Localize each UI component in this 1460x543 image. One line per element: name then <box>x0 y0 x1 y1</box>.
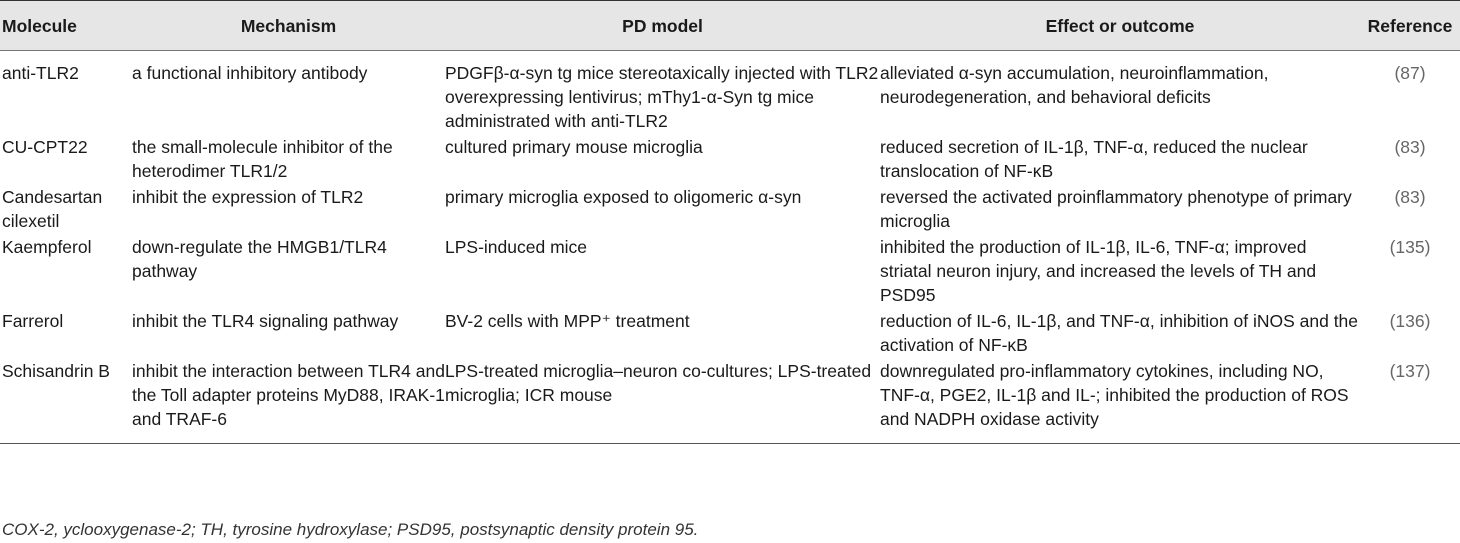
cell-pd-model: LPS-treated microglia–neuron co-cultures… <box>445 359 880 444</box>
cell-mechanism: down-regulate the HMGB1/TLR4 pathway <box>132 237 387 281</box>
cell-effect: downregulated pro-inflammatory cytokines… <box>880 359 1360 444</box>
table-row: Schisandrin B inhibit the interaction be… <box>0 359 1460 444</box>
data-table-container: Molecule Mechanism PD model Effect or ou… <box>0 0 1460 444</box>
header-molecule: Molecule <box>0 0 132 51</box>
cell-pd-model: LPS-induced mice <box>445 237 588 257</box>
cell-pd-model: BV-2 cells with MPP⁺ treatment <box>445 311 690 331</box>
reference-link[interactable]: (87) <box>1394 63 1426 83</box>
cell-effect: alleviated α-syn accumulation, neuroinfl… <box>880 63 1269 107</box>
header-mechanism: Mechanism <box>132 0 445 51</box>
cell-effect: reduction of IL-6, IL-1β, and TNF-α, inh… <box>880 311 1359 355</box>
cell-reference[interactable]: (135) <box>1360 235 1460 309</box>
cell-mechanism: inhibit the expression of TLR2 <box>132 187 364 207</box>
cell-molecule: Candesartan cilexetil <box>2 187 103 231</box>
cell-mechanism: inhibit the interaction between TLR4 and… <box>132 359 445 444</box>
table-header-row: Molecule Mechanism PD model Effect or ou… <box>0 0 1460 51</box>
table-row: anti-TLR2 a functional inhibitory antibo… <box>0 51 1460 136</box>
cell-pd-model: PDGFβ-α-syn tg mice stereotaxically inje… <box>445 63 879 131</box>
table-row: Candesartan cilexetil inhibit the expres… <box>0 185 1460 235</box>
cell-reference[interactable]: (83) <box>1360 185 1460 235</box>
cell-reference[interactable]: (83) <box>1360 135 1460 185</box>
table-row: CU-CPT22 the small-molecule inhibitor of… <box>0 135 1460 185</box>
table-row: Farrerol inhibit the TLR4 signaling path… <box>0 309 1460 359</box>
cell-molecule: Schisandrin B <box>0 359 132 444</box>
header-pd-model: PD model <box>445 0 880 51</box>
reference-link[interactable]: (136) <box>1389 311 1431 331</box>
cell-molecule: Farrerol <box>2 311 64 331</box>
cell-reference[interactable]: (137) <box>1360 359 1460 444</box>
data-table: Molecule Mechanism PD model Effect or ou… <box>0 0 1460 444</box>
cell-molecule: anti-TLR2 <box>2 63 79 83</box>
header-reference: Reference <box>1360 0 1460 51</box>
table-footnote: COX-2, yclooxygenase-2; TH, tyrosine hyd… <box>2 520 699 539</box>
cell-mechanism: inhibit the TLR4 signaling pathway <box>132 311 399 331</box>
reference-link[interactable]: (83) <box>1394 187 1426 207</box>
cell-effect: inhibited the production of IL-1β, IL-6,… <box>880 237 1317 305</box>
table-row: Kaempferol down-regulate the HMGB1/TLR4 … <box>0 235 1460 309</box>
header-effect: Effect or outcome <box>880 0 1360 51</box>
reference-link[interactable]: (83) <box>1394 137 1426 157</box>
cell-effect: reversed the activated proinflammatory p… <box>880 187 1352 231</box>
cell-pd-model: cultured primary mouse microglia <box>445 137 703 157</box>
cell-mechanism: the small-molecule inhibitor of the hete… <box>132 137 393 181</box>
cell-molecule: CU-CPT22 <box>2 137 88 157</box>
reference-link[interactable]: (137) <box>1389 361 1431 381</box>
cell-pd-model: primary microglia exposed to oligomeric … <box>445 187 802 207</box>
cell-mechanism: a functional inhibitory antibody <box>132 63 368 83</box>
cell-effect: reduced secretion of IL-1β, TNF-α, reduc… <box>880 137 1308 181</box>
cell-reference[interactable]: (87) <box>1360 51 1460 136</box>
cell-reference[interactable]: (136) <box>1360 309 1460 359</box>
cell-molecule: Kaempferol <box>2 237 92 257</box>
reference-link[interactable]: (135) <box>1389 237 1431 257</box>
